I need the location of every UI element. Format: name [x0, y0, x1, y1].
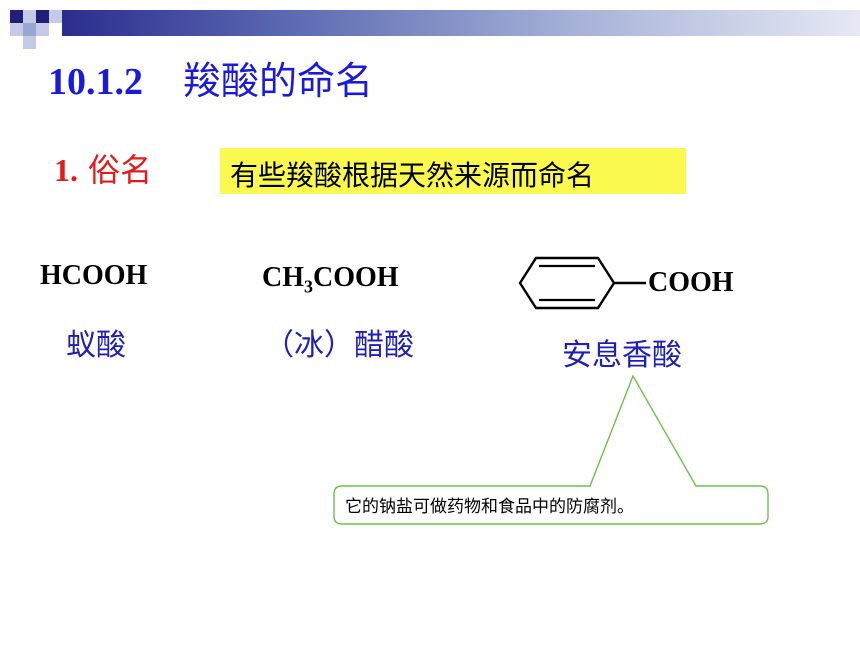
formula-prefix: CH: [262, 262, 304, 293]
name-formic-acid: 蚁酸: [66, 328, 126, 363]
decor-square: [36, 23, 49, 36]
name-benzoic-acid: 安息香酸: [562, 338, 682, 373]
formula-formic-acid: HCOOH: [40, 260, 148, 291]
benzene-ring-icon: [518, 256, 646, 310]
name-acetic-acid: （冰）醋酸: [264, 328, 414, 363]
highlight-box: 有些羧酸根据天然来源而命名: [220, 148, 686, 194]
page-title: 10.1.2 羧酸的命名: [48, 50, 373, 105]
callout-text: 它的钠盐可做药物和食品中的防腐剂。: [345, 497, 634, 517]
header-gradient-bar: [62, 10, 860, 36]
section-number: 10.1.2: [48, 61, 143, 103]
formula-benzoic-group: COOH: [648, 267, 734, 298]
decor-square: [10, 23, 23, 36]
highlight-text: 有些羧酸根据天然来源而命名: [230, 159, 595, 192]
section-title: 羧酸的命名: [183, 59, 374, 103]
decor-square: [36, 10, 49, 23]
decor-square: [23, 10, 36, 23]
decor-square: [10, 10, 23, 23]
decor-square: [49, 10, 62, 23]
decor-square: [23, 36, 36, 49]
formula-subscript: 3: [304, 276, 313, 297]
subsection-title: 俗名: [88, 151, 153, 189]
subsection-number: 1.: [54, 152, 78, 188]
formula-acetic-acid: CH3COOH: [262, 262, 399, 298]
subsection-heading: 1. 俗名: [54, 145, 152, 191]
decor-square: [23, 23, 36, 36]
header-decoration: [0, 0, 860, 50]
formula-suffix: COOH: [313, 262, 399, 293]
